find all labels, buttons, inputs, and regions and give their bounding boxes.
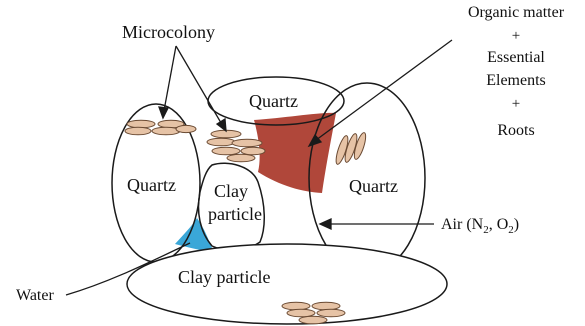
quartz-left-label: Quartz [127, 175, 176, 195]
microcolony-arrow-left [163, 46, 176, 116]
microcolony-right-bacteria [334, 132, 368, 166]
organic-label-line2: Essential [487, 49, 545, 66]
water-label: Water [16, 287, 54, 304]
air-label: Air (N2, O2) [441, 216, 519, 236]
microcolony-label: Microcolony [122, 22, 215, 42]
clay-small-label-line2: particle [208, 204, 262, 224]
organic-plus-1: + [512, 28, 520, 44]
microcolony-center-bacteria [207, 130, 265, 162]
organic-plus-2: + [512, 96, 520, 112]
quartz-right-label: Quartz [349, 176, 398, 196]
microcolony-arrow-right [176, 46, 224, 128]
organic-matter-arrow [312, 40, 452, 143]
organic-label-line3: Elements [486, 72, 546, 89]
microcolony-left-bacteria [125, 120, 196, 135]
organic-label-line1: Organic matter [468, 4, 565, 21]
clay-large-label: Clay particle [178, 267, 270, 287]
quartz-top-label: Quartz [249, 91, 298, 111]
organic-label-line4: Roots [497, 122, 534, 139]
clay-small-label-line1: Clay [214, 181, 248, 201]
